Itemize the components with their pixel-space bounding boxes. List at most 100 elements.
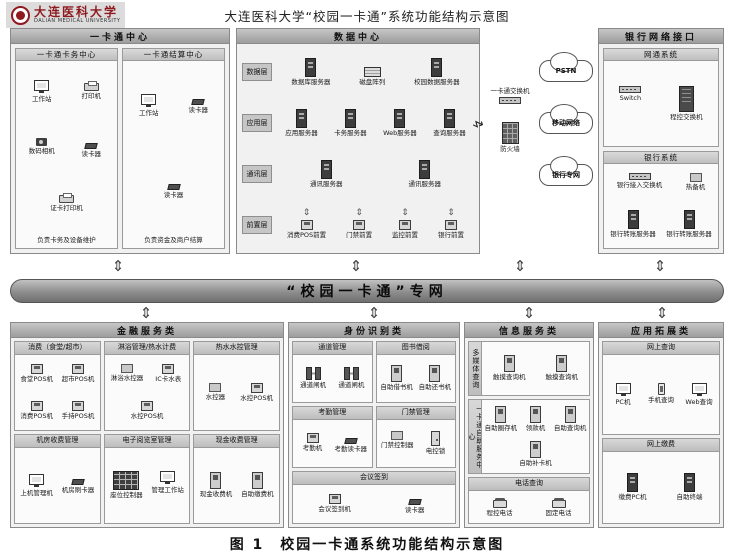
device: 自助圈存机 bbox=[484, 405, 518, 432]
device: 考勤读卡器 bbox=[334, 433, 368, 454]
device-label: 程控交换机 bbox=[670, 112, 703, 121]
service-box: 网上缴费 缴费PC机 自助终端 bbox=[602, 438, 720, 524]
network-cloud-icon: 移动网络 bbox=[539, 104, 593, 134]
information-services-body: 多媒体查询 触摸查询机 触摸查询机 一卡通自助服务中心 bbox=[465, 338, 593, 527]
pos-icon bbox=[328, 493, 341, 504]
device-area: 自助圈存机 领款机 自助查询机 自助补卡机 bbox=[482, 400, 589, 473]
device-area: 通道闸机 通道闸机 bbox=[293, 355, 372, 402]
university-logo: 大连医科大学 DALIAN MEDICAL UNIVERSITY bbox=[6, 2, 126, 28]
information-services-panel: 信息服务类 多媒体查询 触摸查询机 触摸查询机 bbox=[464, 322, 594, 528]
device-label: 程控电话 bbox=[486, 508, 513, 517]
device-label: 自助终端 bbox=[676, 493, 703, 502]
device: 证卡打印机 bbox=[47, 192, 87, 212]
box-icon bbox=[689, 173, 702, 183]
service-box-title: 网上查询 bbox=[603, 342, 719, 355]
device-label: 手持POS机 bbox=[61, 411, 95, 420]
device-label: 证卡打印机 bbox=[50, 204, 83, 213]
logo-text: 大连医科大学 DALIAN MEDICAL UNIVERSITY bbox=[34, 6, 120, 24]
device: 银行前置 bbox=[438, 209, 464, 239]
door-icon bbox=[431, 431, 440, 447]
server-icon bbox=[683, 209, 695, 229]
layer-label: 通讯层 bbox=[242, 164, 272, 183]
device-label: 银行转账服务器 bbox=[666, 229, 712, 238]
card-center-body: 一卡通卡务中心 工作站 打印机 数码相机 bbox=[11, 44, 229, 253]
device-label: 触摸查询机 bbox=[545, 373, 579, 382]
service-box-title: 网上缴费 bbox=[603, 439, 719, 452]
device-area: 缴费PC机 自助终端 bbox=[603, 452, 719, 523]
data-center-layer: 数据层 数据库服务器 磁盘阵列 校园数据服务器 bbox=[242, 48, 474, 97]
firewall-icon bbox=[501, 122, 519, 145]
device-label: 水控POS机 bbox=[240, 393, 273, 402]
device: 打印机 bbox=[71, 80, 111, 103]
network-cloud-icon: 银行专网 bbox=[539, 156, 593, 186]
device-label: 水控POS机 bbox=[130, 411, 164, 420]
card-switch-label: 一卡通交换机 bbox=[490, 87, 530, 95]
device: 门禁控制器 bbox=[381, 431, 414, 455]
phone-icon bbox=[492, 497, 507, 508]
pc-icon bbox=[34, 80, 50, 94]
bank-interface-title: 银行网络接口 bbox=[599, 29, 723, 44]
card-center-panel: 一卡通中心 一卡通卡务中心 工作站 打印机 bbox=[10, 28, 230, 254]
device-label: 自助缴费机 bbox=[241, 490, 274, 499]
figure-caption: 图 1 校园一卡通系统功能结构示意图 bbox=[229, 537, 505, 553]
kiosk-icon bbox=[391, 365, 403, 383]
device: 查询服务器 bbox=[433, 108, 466, 137]
service-box-title: 考勤管理 bbox=[293, 407, 372, 420]
server-icon bbox=[419, 159, 431, 179]
card-center-section: 一卡通结算中心 工作站 读卡器 读卡器 bbox=[122, 48, 225, 249]
device: 通讯服务器 bbox=[310, 159, 343, 188]
service-box: 考勤管理 考勤机 考勤读卡器 bbox=[292, 406, 373, 469]
server-icon bbox=[344, 108, 356, 128]
campus-network-backbone: “校园一卡通”专网 bbox=[10, 279, 724, 303]
device-label: 淋浴水控器 bbox=[110, 374, 144, 383]
cabinet-icon bbox=[678, 85, 694, 112]
device-area: 消费POS前置 门禁前置 监控前置 银行前置 bbox=[277, 209, 474, 239]
device: 触摸查询机 bbox=[493, 355, 526, 381]
cloud-label: PSTN bbox=[555, 66, 577, 75]
service-box-title: 一卡通自助服务中心 bbox=[469, 400, 482, 473]
switch-icon bbox=[619, 85, 642, 93]
device: 读卡器 bbox=[71, 138, 111, 158]
device-label: 机房刷卡器 bbox=[61, 485, 95, 494]
pos-icon bbox=[71, 364, 84, 375]
device-label: 自助查询机 bbox=[553, 423, 587, 432]
device: 银行转账服务器 bbox=[666, 209, 712, 238]
box-icon bbox=[120, 364, 133, 374]
device: 读卡器 bbox=[400, 494, 430, 514]
data-center-layer: 通讯层 通讯服务器 通讯服务器 bbox=[242, 150, 474, 199]
device-label: PC机 bbox=[615, 397, 631, 406]
device-label: 数据库服务器 bbox=[291, 78, 331, 87]
updown-arrow-icon bbox=[366, 302, 382, 324]
device: Web服务器 bbox=[383, 108, 417, 137]
device-label: 手机查询 bbox=[648, 395, 674, 404]
server-icon bbox=[431, 58, 443, 78]
device: 程控交换机 bbox=[670, 85, 703, 121]
device-label: 工作站 bbox=[139, 108, 159, 117]
bank-interface-panel: 银行网络接口 网通系统 Switch 程控交换机 bbox=[598, 28, 724, 254]
device-label: 考勤读卡器 bbox=[334, 445, 368, 454]
page-title: 大连医科大学“校园一卡通”系统功能结构示意图 bbox=[224, 9, 510, 24]
device: 上机管理机 bbox=[20, 473, 53, 497]
device-label: 查询服务器 bbox=[433, 128, 466, 137]
device-area: 考勤机 考勤读卡器 bbox=[293, 420, 372, 467]
data-center-title: 数据中心 bbox=[237, 29, 479, 44]
server-icon bbox=[295, 108, 307, 128]
device: IC卡水表 bbox=[153, 364, 183, 383]
box-icon bbox=[209, 382, 222, 392]
identity-recognition-title: 身份识别类 bbox=[289, 323, 459, 338]
kiosk-icon bbox=[503, 355, 515, 373]
device: 座位控制器 bbox=[110, 471, 143, 499]
phone-icon bbox=[551, 497, 566, 508]
pos-icon bbox=[30, 400, 43, 411]
pos-icon bbox=[445, 220, 457, 231]
device-label: 打印机 bbox=[81, 92, 102, 101]
device-label: 自助圈存机 bbox=[484, 423, 518, 432]
device: 自助借书机 bbox=[380, 365, 413, 391]
device-label: 通讯服务器 bbox=[310, 179, 343, 188]
device: 银行接入交换机 bbox=[617, 173, 662, 191]
kiosk-icon bbox=[251, 472, 263, 490]
reader-icon bbox=[344, 438, 358, 445]
device-label: 银行前置 bbox=[438, 231, 464, 240]
device-label: 消费POS机 bbox=[20, 411, 53, 420]
data-center-layer: 前置层 消费POS前置 门禁前置 监控前置 bbox=[242, 200, 474, 249]
